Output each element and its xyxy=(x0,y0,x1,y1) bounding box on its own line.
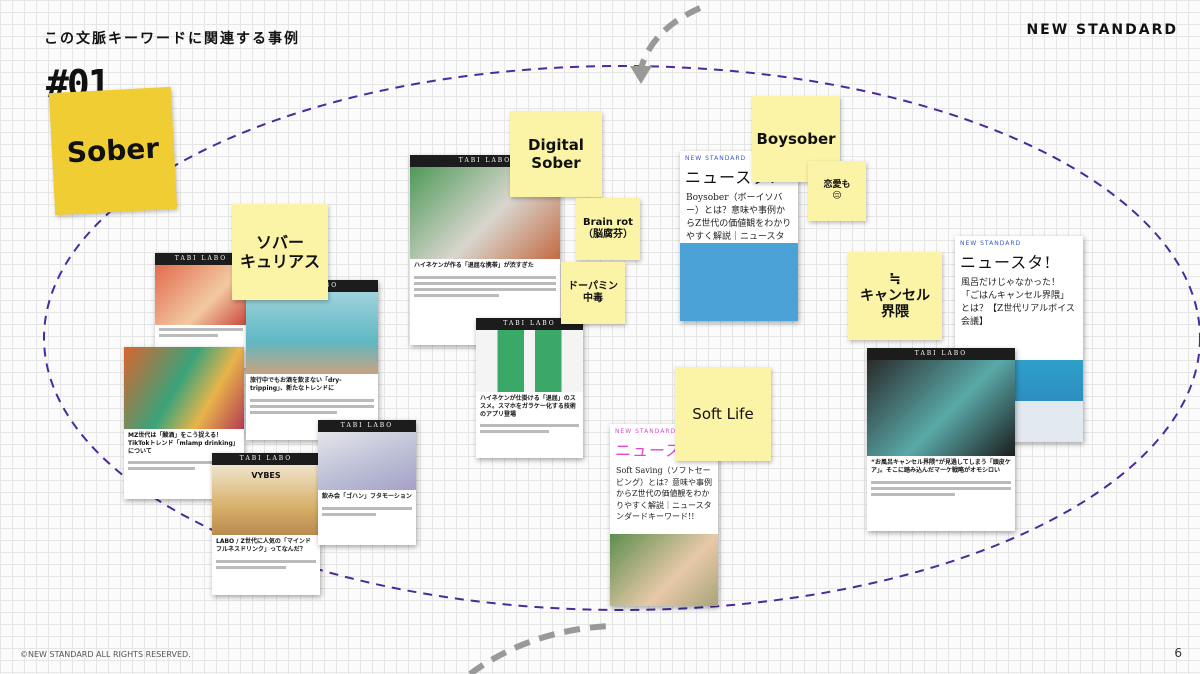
article-image xyxy=(246,292,378,374)
article-card[interactable]: TABI LABO 飲み会「ゴハン」フタモーション xyxy=(318,420,416,545)
copyright: ©NEW STANDARD ALL RIGHTS RESERVED. xyxy=(20,650,191,659)
article-image xyxy=(867,360,1015,456)
article-image: VYBES xyxy=(212,465,320,535)
ns-article-card[interactable]: NEW STANDARD ニュースタ! Boysober（ボーイソバー）とは？意… xyxy=(680,151,798,321)
article-card[interactable]: TABI LABO “お風呂キャンセル界隈”が見過してしまう「頭皮ケア」。そこに… xyxy=(867,348,1015,531)
brand-logo: NEW STANDARD xyxy=(1026,22,1178,38)
page-heading: この文脈キーワードに関連する事例 xyxy=(44,31,300,47)
article-image xyxy=(680,243,798,321)
article-image xyxy=(155,265,247,325)
article-image xyxy=(318,432,416,490)
article-image xyxy=(610,534,718,606)
article-card[interactable]: TABI LABO 旅行中でもお酒を飲まない「dry-tripping」、新たな… xyxy=(246,280,378,440)
keyword-sober: Sober xyxy=(48,86,178,216)
keyword-soft-life: Soft Life xyxy=(675,367,771,461)
article-image xyxy=(124,347,244,429)
article-image xyxy=(476,330,583,392)
article-card[interactable]: TABI LABO ハイネケンが仕掛ける「退屈」のススメ。スマホをガラケー化する… xyxy=(476,318,583,458)
keyword-digital-sober: Digital Sober xyxy=(510,111,602,197)
keyword-cancel: ≒ キャンセル 界隈 xyxy=(848,252,942,340)
keyword-dopamine: ドーパミン 中毒 xyxy=(561,262,625,324)
page-number: 6 xyxy=(1174,646,1182,660)
keyword-brain-rot: Brain rot （脳腐芬） xyxy=(576,198,640,260)
article-card[interactable]: TABI LABO VYBES LABO / Z世代に人気の「マインドフルネスド… xyxy=(212,453,320,595)
keyword-sober-curious: ソバー キュリアス xyxy=(232,204,328,300)
keyword-renai: 恋愛も 😔 xyxy=(808,161,866,221)
